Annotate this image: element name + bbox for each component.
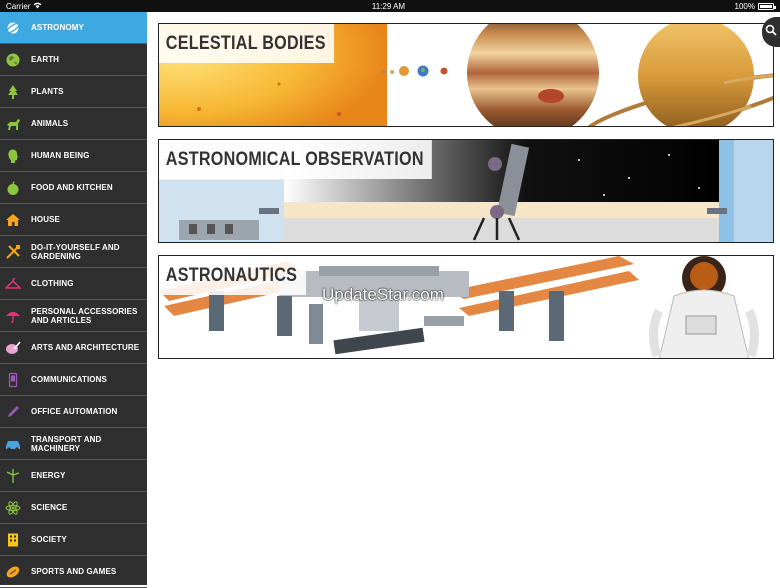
sidebar-item-label: HOUSE [31,215,60,224]
human-head-icon [5,148,21,164]
sidebar-item-label: COMMUNICATIONS [31,375,107,384]
football-icon [5,564,21,580]
sidebar-item-label: EARTH [31,55,60,64]
sidebar-item-sports-games[interactable]: SPORTS AND GAMES [0,556,147,588]
sidebar-item-label: OFFICE AUTOMATION [31,407,118,416]
sidebar-item-label: DO-IT-YOURSELF AND GARDENING [31,242,120,261]
sidebar-item-human-being[interactable]: HUMAN BEING [0,140,147,172]
watermark-text: UpdateStar.com [322,285,444,304]
hanger-icon [5,276,21,292]
celestial-bodies-card[interactable]: CELESTIAL BODIES [158,23,774,127]
umbrella-icon [5,308,21,324]
palette-icon [5,340,21,356]
sidebar-item-animals[interactable]: ANIMALS [0,108,147,140]
sidebar-item-label: TRANSPORT AND MACHINERY [31,434,102,453]
sidebar-item-label: CLOTHING [31,279,74,288]
battery-percent: 100% [734,1,755,11]
sidebar-item-label: SOCIETY [31,535,67,544]
card-title: CELESTIAL BODIES [159,24,335,63]
search-button[interactable] [762,17,780,47]
earth-icon [5,52,21,68]
sidebar-item-astronomy[interactable]: ASTRONOMY [0,12,161,44]
sidebar-item-label: SPORTS AND GAMES [31,567,117,576]
content-area: CELESTIAL BODIES ASTR [147,12,780,585]
sidebar-item-label: PLANTS [31,87,64,96]
wifi-icon [33,2,42,11]
sidebar-item-transport-machinery[interactable]: TRANSPORT AND MACHINERY [0,428,147,460]
sidebar-item-label: ENERGY [31,471,66,480]
sidebar-item-label: SCIENCE [31,503,68,512]
animal-icon [5,116,21,132]
sidebar-item-arts-architecture[interactable]: ARTS AND ARCHITECTURE [0,332,147,364]
card-title: ASTRONAUTICS [159,256,306,295]
battery-icon [757,2,776,10]
tools-icon [5,244,21,260]
sidebar-item-earth[interactable]: EARTH [0,44,147,76]
sidebar-item-label: HUMAN BEING [31,151,90,160]
plant-icon [5,84,21,100]
sidebar-item-house[interactable]: HOUSE [0,204,147,236]
astronautics-card[interactable]: ASTRONAUTICS [158,255,774,359]
sidebar-item-label: PERSONAL ACCESSORIES AND ARTICLES [31,306,138,325]
sidebar-item-plants[interactable]: PLANTS [0,76,147,108]
astronomical-observation-card[interactable]: ASTRONOMICAL OBSERVATION [158,139,774,243]
sidebar-item-food-and-kitchen[interactable]: FOOD AND KITCHEN [0,172,147,204]
sidebar-item-label: ARTS AND ARCHITECTURE [31,343,140,352]
pencil-icon [5,404,21,420]
card-title: ASTRONOMICAL OBSERVATION [159,140,433,179]
carrier-label: Carrier [6,1,31,11]
phone-icon [5,372,21,388]
house-icon [5,212,21,228]
sidebar-item-society[interactable]: SOCIETY [0,524,147,556]
search-icon [765,23,777,41]
sidebar-item-diy-gardening[interactable]: DO-IT-YOURSELF AND GARDENING [0,236,147,268]
celestial-bodies-illustration [159,24,773,126]
sidebar-item-label: ANIMALS [31,119,69,128]
clock: 11:29 AM [371,1,406,11]
wind-turbine-icon [5,468,21,484]
status-bar: Carrier 11:29 AM 100% [0,0,780,12]
astronomy-icon [5,20,21,36]
sidebar-item-communications[interactable]: COMMUNICATIONS [0,364,147,396]
sidebar-item-label: ASTRONOMY [31,23,84,32]
sidebar-item-office-automation[interactable]: OFFICE AUTOMATION [0,396,147,428]
building-icon [5,532,21,548]
atom-icon [5,500,21,516]
category-sidebar: ASTRONOMY EARTH PLANTS ANIMALS HUMAN BEI… [0,12,161,588]
sidebar-item-energy[interactable]: ENERGY [0,460,147,492]
space-station-illustration [159,256,773,358]
sidebar-item-clothing[interactable]: CLOTHING [0,268,147,300]
sidebar-item-personal-accessories[interactable]: PERSONAL ACCESSORIES AND ARTICLES [0,300,147,332]
car-icon [5,436,21,452]
sidebar-item-label: FOOD AND KITCHEN [31,183,113,192]
apple-icon [5,180,21,196]
sidebar-item-science[interactable]: SCIENCE [0,492,147,524]
